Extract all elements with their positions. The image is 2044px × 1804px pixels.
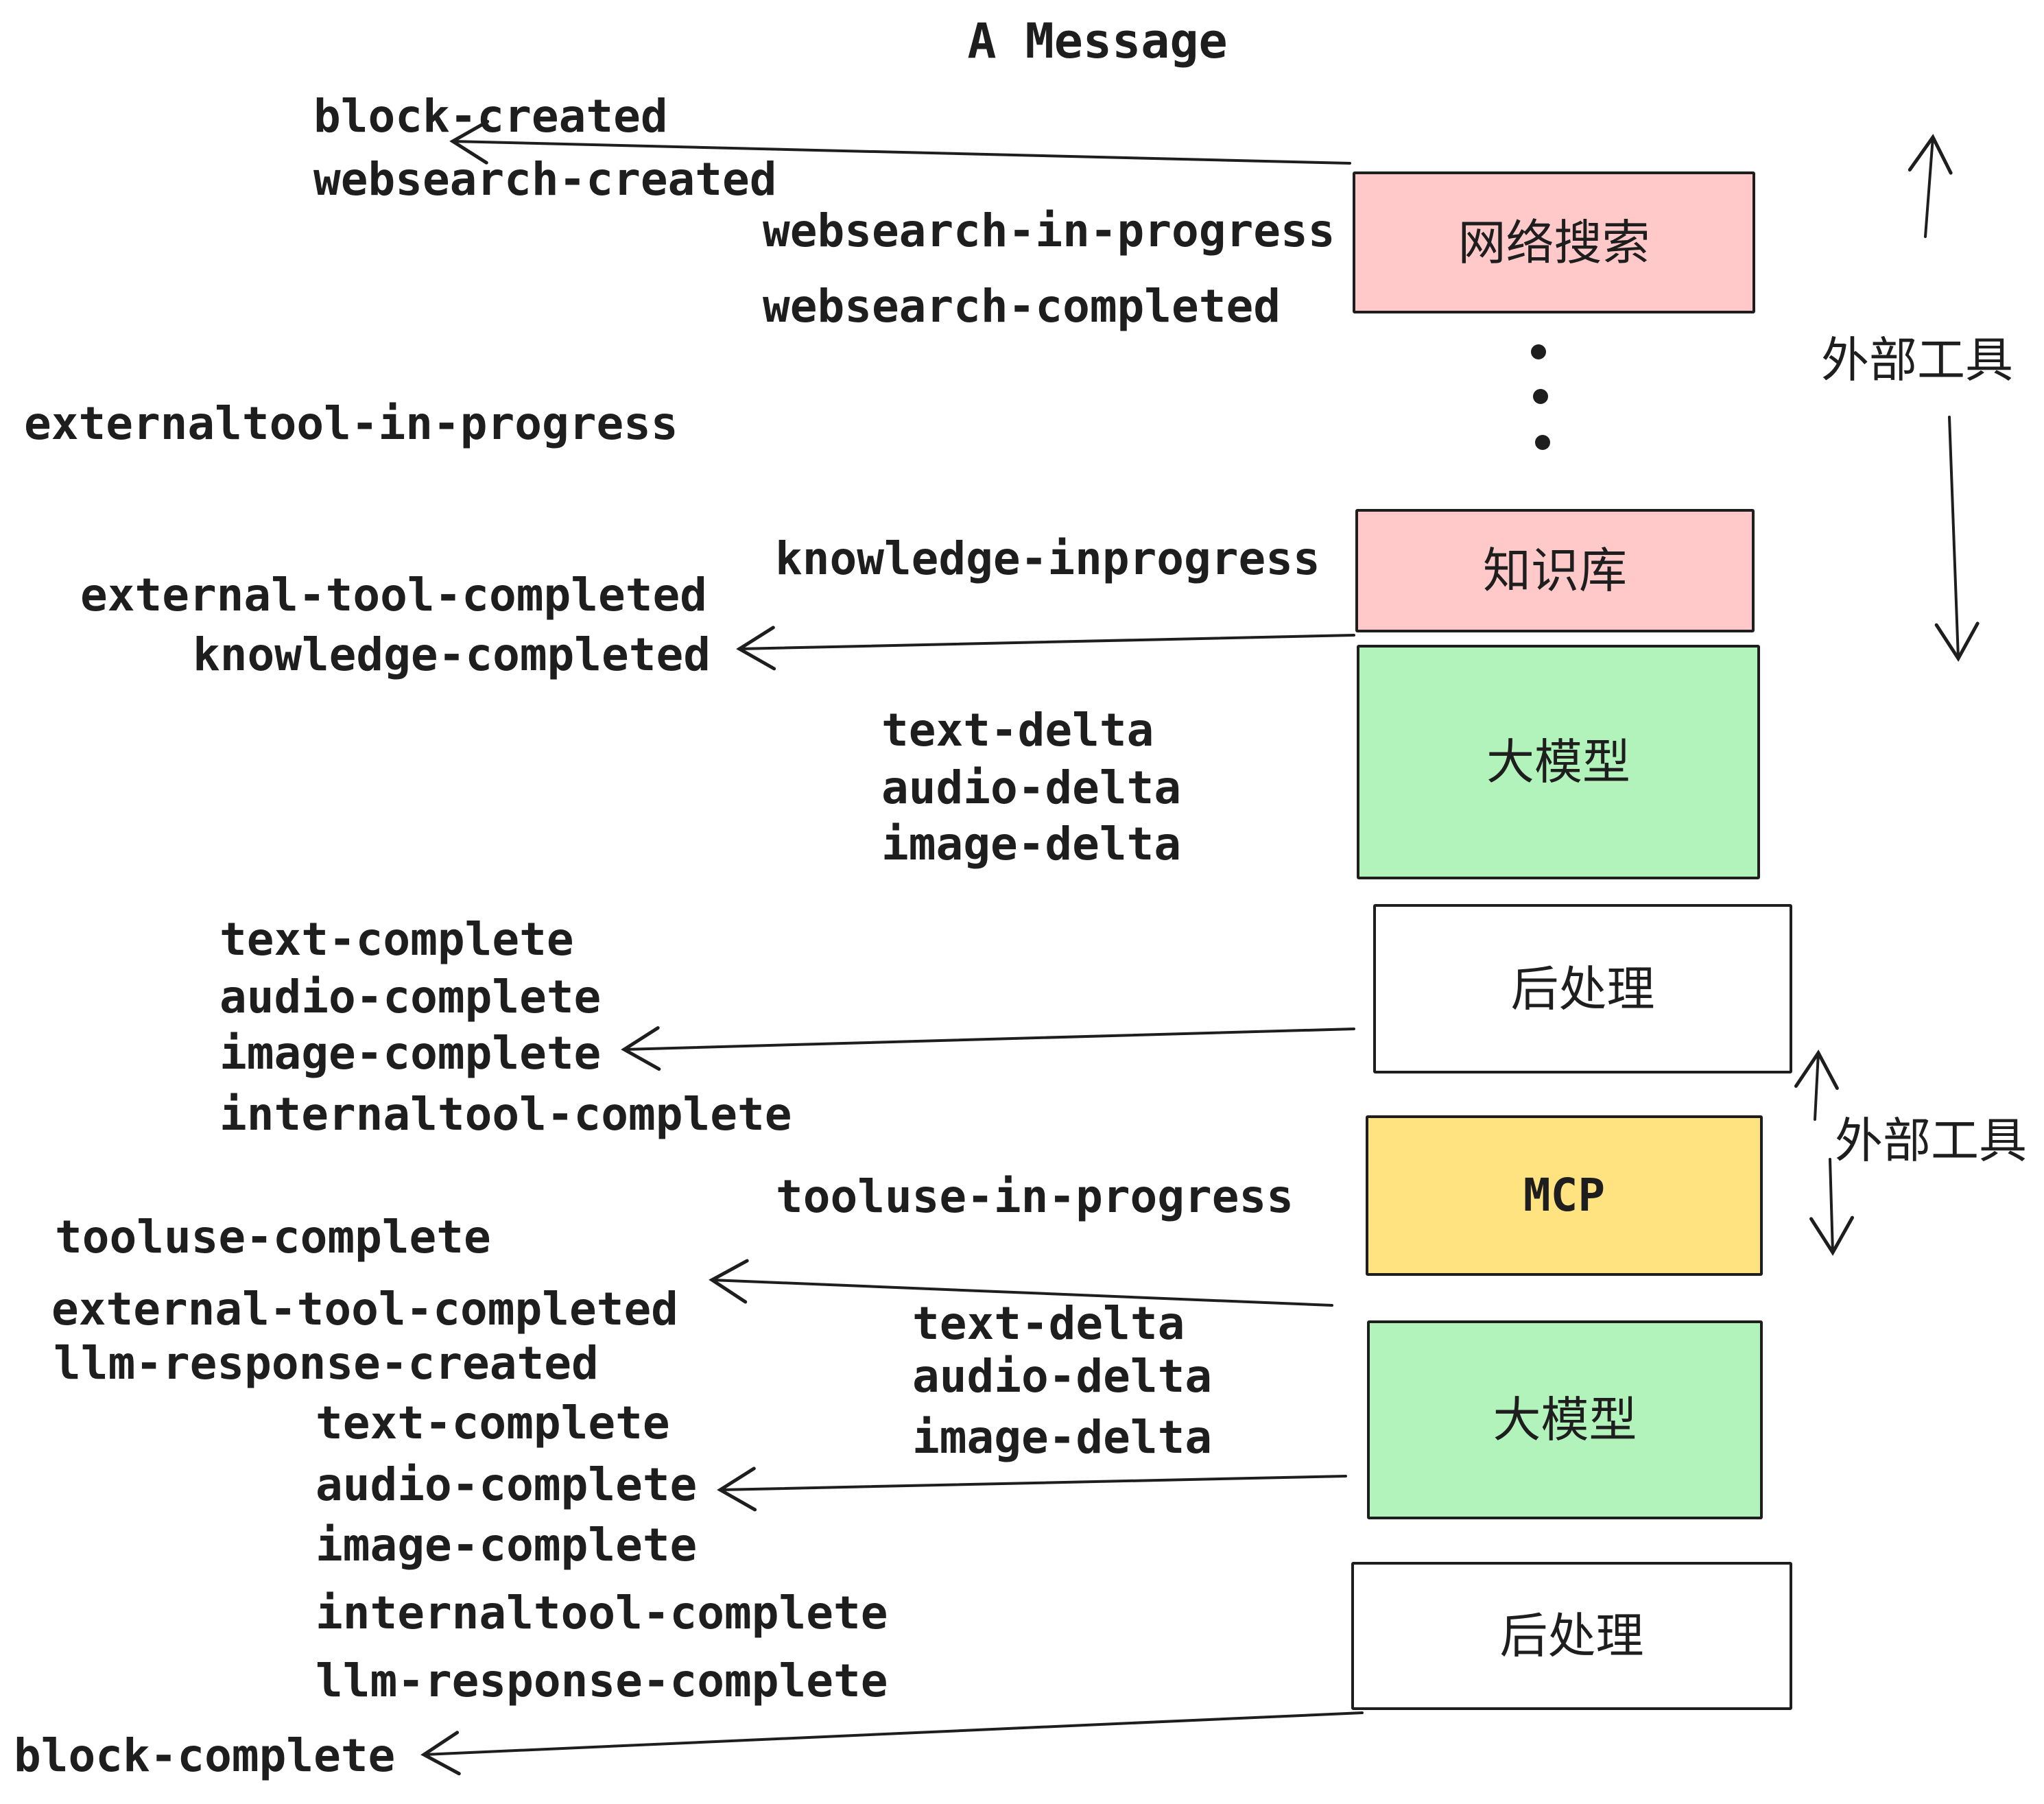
event-llm-response-complete: llm-response-complete: [316, 1654, 888, 1707]
arrow-postprocess-to-block-complete: [420, 1711, 1364, 1776]
external-tools-label-bottom: 外部工具: [1835, 1113, 2027, 1169]
event-externaltool-in-progress: externaltool-in-progress: [24, 397, 678, 450]
external-tools-down-arrow-2: [1809, 1158, 1855, 1256]
event-llm-response-created: llm-response-created: [54, 1337, 599, 1390]
event-image-complete-1: image-complete: [219, 1027, 602, 1080]
arrow-llm1-to-image-complete: [621, 1026, 1355, 1071]
event-text-delta-1: text-delta: [881, 704, 1154, 757]
external-tools-up-arrow-2: [1794, 1049, 1839, 1121]
arrow-websearch-to-block-created: [449, 119, 1351, 165]
event-knowledge-inprogress: knowledge-inprogress: [775, 532, 1320, 585]
box-knowledge: 知识库: [1355, 509, 1755, 632]
external-tools-down-arrow-1: [1934, 416, 1980, 662]
external-tools-label-top: 外部工具: [1821, 332, 2013, 388]
arrow-mcp-to-tooluse-complete: [709, 1259, 1333, 1307]
event-image-delta-2: image-delta: [912, 1411, 1213, 1464]
event-internaltool-complete-2: internaltool-complete: [316, 1587, 888, 1639]
box-postprocess-1-label: 后处理: [1510, 960, 1655, 1017]
event-external-tool-completed-1: external-tool-completed: [80, 569, 707, 621]
arrow-llm2-to-audio-complete: [717, 1467, 1347, 1512]
box-mcp-label: MCP: [1523, 1169, 1606, 1222]
event-tooluse-in-progress: tooluse-in-progress: [776, 1170, 1294, 1223]
box-llm-1: 大模型: [1357, 645, 1760, 879]
ellipsis-dot: [1531, 344, 1546, 359]
box-postprocess-2-label: 后处理: [1499, 1608, 1644, 1664]
arrow-knowledge-to-knowledge-completed: [736, 626, 1355, 671]
box-llm-2-label: 大模型: [1493, 1392, 1637, 1448]
event-audio-delta-2: audio-delta: [912, 1350, 1213, 1403]
event-text-complete-1: text-complete: [219, 913, 574, 966]
ellipsis-dot: [1533, 389, 1548, 404]
box-llm-2: 大模型: [1367, 1320, 1763, 1519]
page-title: A Message: [967, 13, 1228, 69]
event-block-created: block-created: [313, 90, 668, 143]
event-text-complete-2: text-complete: [316, 1397, 670, 1449]
box-knowledge-label: 知识库: [1483, 543, 1627, 599]
event-external-tool-completed-2: external-tool-completed: [51, 1283, 678, 1336]
event-websearch-completed: websearch-completed: [763, 280, 1281, 333]
event-audio-complete-2: audio-complete: [316, 1458, 698, 1511]
event-tooluse-complete: tooluse-complete: [55, 1211, 491, 1263]
event-websearch-in-progress: websearch-in-progress: [763, 204, 1335, 257]
box-postprocess-1: 后处理: [1373, 904, 1792, 1073]
box-mcp: MCP: [1366, 1115, 1763, 1276]
event-websearch-created: websearch-created: [313, 153, 777, 206]
box-llm-1-label: 大模型: [1486, 734, 1630, 790]
box-websearch-label: 网络搜索: [1458, 214, 1650, 271]
box-websearch: 网络搜索: [1353, 171, 1755, 313]
external-tools-up-arrow-1: [1908, 134, 1953, 238]
ellipsis-dot: [1535, 435, 1550, 450]
event-block-complete: block-complete: [14, 1729, 396, 1782]
event-internaltool-complete-1: internaltool-complete: [219, 1088, 792, 1141]
event-text-delta-2: text-delta: [912, 1297, 1185, 1350]
event-audio-complete-1: audio-complete: [219, 971, 602, 1023]
event-audio-delta-1: audio-delta: [881, 761, 1182, 814]
box-postprocess-2: 后处理: [1351, 1562, 1792, 1710]
event-image-delta-1: image-delta: [881, 818, 1182, 870]
event-image-complete-2: image-complete: [316, 1519, 698, 1571]
event-knowledge-completed: knowledge-completed: [193, 628, 711, 681]
